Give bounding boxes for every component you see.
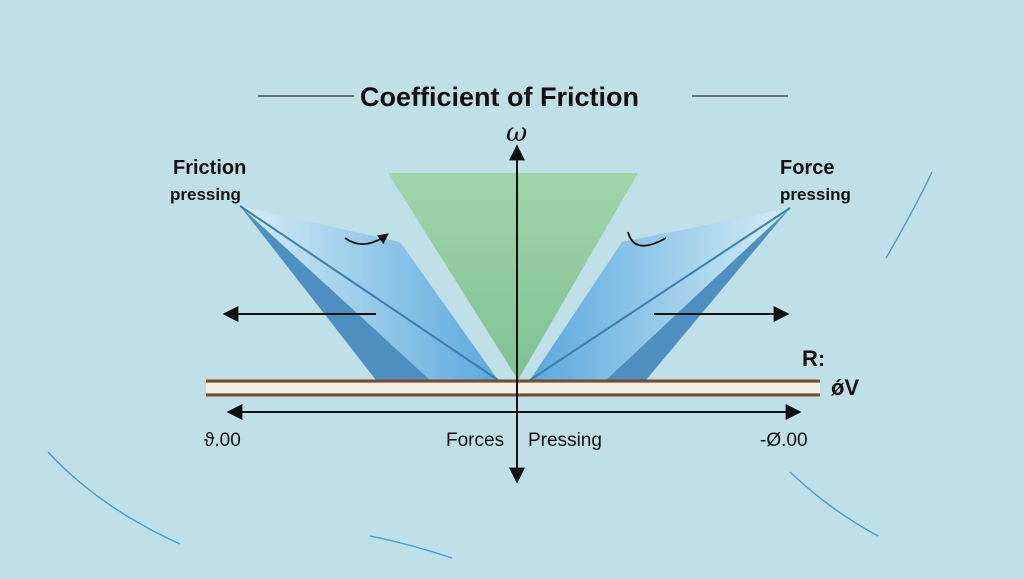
bottom-right-value: -Ø.00	[760, 430, 808, 451]
deco-stroke-right-bottom	[789, 471, 879, 537]
left-curved-arrow	[344, 233, 389, 245]
right-curved-arrow	[627, 231, 667, 247]
deco-stroke-right-top	[885, 171, 933, 259]
bottom-center-left-label: Forces	[446, 430, 505, 451]
left-wedge	[239, 205, 499, 381]
surface-band	[206, 383, 820, 393]
right-marker-bottom: ǿV	[831, 375, 860, 400]
bottom-left-value: ϑ.00	[204, 430, 241, 451]
bottom-center-right-label: Pressing	[528, 430, 602, 451]
right-label-line1: Force	[780, 157, 835, 179]
vertical-axis-label: ω	[506, 118, 528, 148]
deco-stroke-left-bottom	[47, 451, 181, 545]
left-label-line1: Friction	[173, 157, 247, 179]
right-label-line2: pressing	[780, 185, 851, 204]
diagram-title: Coefficient of Friction	[360, 82, 639, 112]
deco-stroke-bottom-center	[369, 535, 453, 559]
left-label-line2: pressing	[170, 185, 241, 204]
right-wedge	[529, 207, 791, 381]
right-marker-top: R:	[802, 346, 826, 371]
